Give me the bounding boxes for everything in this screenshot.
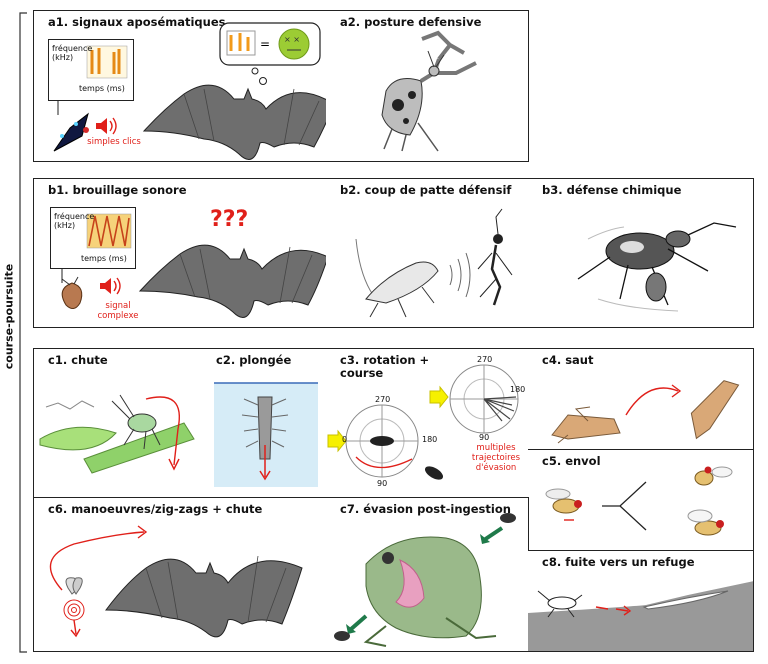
- a1-spec-ylabel: fréquence (kHz): [52, 44, 93, 62]
- c4-illustration: [551, 380, 740, 444]
- spiral-icon: [63, 599, 85, 638]
- polar-big-90: 90: [377, 479, 388, 488]
- moth-icon: [61, 276, 83, 309]
- panel-c8: c8. fuite vers un refuge: [528, 550, 754, 652]
- panel-c5: c5. envol: [528, 449, 754, 551]
- polar-small-180: 180: [510, 385, 526, 394]
- b1-sound-label: signal complexe: [97, 301, 139, 321]
- panel-a1-title: a1. signaux aposématiques: [48, 15, 226, 29]
- panel-a1: a1. signaux aposématiques = × ×: [33, 10, 327, 162]
- c7-illustration: [334, 513, 516, 647]
- c6-illustration: [49, 525, 303, 638]
- panel-c5-title: c5. envol: [542, 454, 601, 468]
- cockroach-icon: [537, 590, 583, 618]
- grasshopper-icon: [551, 406, 621, 444]
- c5-illustration: [545, 466, 733, 536]
- panel-a2-title: a2. posture defensive: [340, 15, 482, 29]
- b1-spec-ylabel: fréquence (kHz): [54, 212, 95, 230]
- b1-spectrogram: fréquence (kHz) temps (ms): [50, 207, 136, 269]
- panel-c8-title: c8. fuite vers un refuge: [542, 555, 695, 569]
- svg-text:× ×: × ×: [284, 35, 300, 44]
- panel-c6: c6. manoeuvres/zig-zags + chute: [33, 497, 327, 652]
- panel-b3-title: b3. défense chimique: [542, 183, 682, 197]
- bat-icon: [105, 555, 303, 638]
- panel-b1-title: b1. brouillage sonore: [48, 183, 187, 197]
- side-label: course-poursuite: [2, 263, 16, 370]
- bat-icon: [138, 244, 326, 318]
- a1-spectrogram: fréquence (kHz) temps (ms): [48, 39, 134, 101]
- panel-c3: c3. rotation + course 270 0 180 90 270 1…: [326, 348, 529, 498]
- c8-illustration: [528, 581, 753, 651]
- a1-spec-xlabel: temps (ms): [79, 84, 125, 93]
- panel-c7: c7. évasion post-ingestion: [326, 497, 529, 652]
- panel-b3: b3. défense chimique: [528, 178, 754, 328]
- panel-c2-title: c2. plongée: [216, 353, 292, 367]
- confusion-marks: ???: [210, 207, 249, 232]
- c3-illustration: [327, 364, 519, 480]
- panel-c7-title: c7. évasion post-ingestion: [340, 502, 511, 516]
- panel-c1: c1. chute: [33, 348, 203, 498]
- fly-icon: [545, 488, 582, 514]
- speaker-icon: [100, 277, 121, 295]
- panel-c3-title: c3. rotation + course: [340, 353, 430, 380]
- panel-b2: b2. coup de patte défensif: [326, 178, 529, 328]
- panel-a2: a2. posture defensive: [326, 10, 529, 162]
- panel-c4: c4. saut: [528, 348, 754, 450]
- moth-icon: [53, 112, 89, 152]
- polar-big-180: 180: [422, 435, 438, 444]
- panel-c2: c2. plongée: [202, 348, 327, 498]
- panel-c1-title: c1. chute: [48, 353, 108, 367]
- cockroach-icon: [370, 436, 394, 446]
- b1-spec-xlabel: temps (ms): [81, 254, 127, 263]
- moth-icon: [65, 577, 83, 595]
- beetle-ant-icon: [577, 222, 737, 312]
- wasp-icon: [477, 208, 513, 306]
- larva-icon: [241, 396, 289, 460]
- panel-b1: b1. brouillage sonore ??? fréquence (kHz…: [33, 178, 327, 328]
- polar-big-0: 0: [342, 435, 348, 444]
- polar-big-270: 270: [375, 395, 391, 404]
- aphid-icon: [111, 394, 161, 450]
- b2-illustration: [355, 208, 513, 318]
- c2-illustration: [214, 382, 318, 487]
- panel-c6-title: c6. manoeuvres/zig-zags + chute: [48, 502, 263, 516]
- bat-icon: [142, 84, 326, 160]
- bracket: [19, 12, 27, 653]
- b1-illustration: [61, 244, 326, 318]
- a1-sound-label: simples clics: [87, 137, 141, 147]
- polar-small-90: 90: [479, 433, 490, 442]
- frog-icon: [363, 536, 497, 647]
- speaker-icon: [96, 117, 117, 135]
- panel-b2-title: b2. coup de patte défensif: [340, 183, 512, 197]
- panel-c4-title: c4. saut: [542, 353, 594, 367]
- c1-illustration: [39, 394, 195, 474]
- svg-text:=: =: [260, 37, 270, 51]
- a1-illustration: = × ×: [53, 22, 326, 160]
- c3-note: multiples trajectoires d'évasion: [471, 443, 521, 473]
- mantis-icon: [381, 30, 477, 152]
- polar-small-270: 270: [477, 355, 493, 364]
